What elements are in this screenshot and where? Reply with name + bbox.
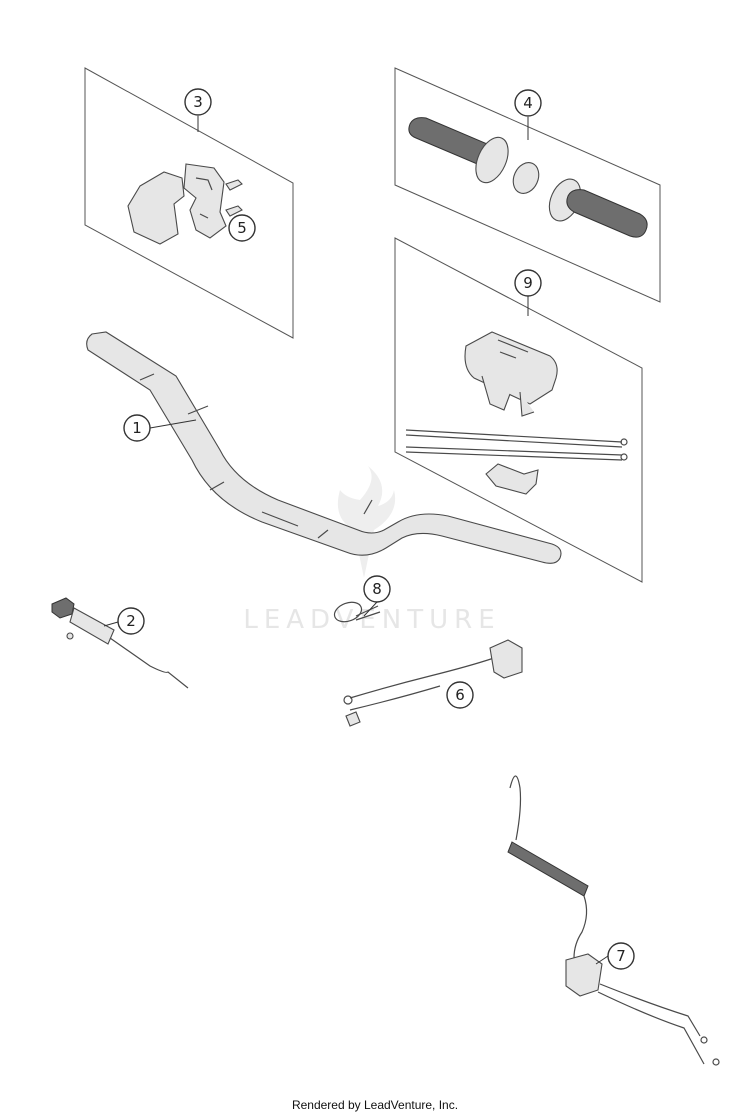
callout-number: 4 [523,94,533,112]
clip-part [333,601,381,623]
callout-number: 8 [372,580,382,598]
callout-2: 2 [103,607,145,635]
callout-number: 9 [523,274,533,292]
panel-grips [394,67,661,303]
watermark-flame-icon [337,466,396,578]
clamp-housing-part [127,163,227,245]
stop-switch-part [507,775,720,1066]
callout-6: 6 [446,681,474,709]
callout-1: 1 [123,414,197,442]
callout-8: 8 [363,575,391,617]
cable-tie-parts [405,429,628,495]
left-grip-part [548,178,648,238]
screw-parts [225,179,243,217]
throttle-grip-part [408,117,540,194]
switch-part [343,639,523,727]
panel-cover [394,237,643,583]
panel-clamp [84,67,294,339]
callout-number: 3 [193,93,203,111]
callout-number: 6 [455,686,465,704]
watermark-text: LEADVENTURE [243,605,500,635]
hot-start-cable-part [51,597,189,689]
footer-credit: Rendered by LeadVenture, Inc. [291,1098,459,1112]
callout-number: 7 [616,947,626,965]
callout-7: 7 [595,942,635,970]
callout-number: 2 [126,612,136,630]
callout-4: 4 [514,89,542,117]
handlebar-cover-part [464,331,558,417]
callout-3: 3 [184,88,212,116]
callout-5: 5 [228,214,256,242]
handlebar-part [86,331,562,564]
callout-number: 1 [132,419,142,437]
callout-number: 5 [237,219,247,237]
callout-9: 9 [514,269,542,297]
